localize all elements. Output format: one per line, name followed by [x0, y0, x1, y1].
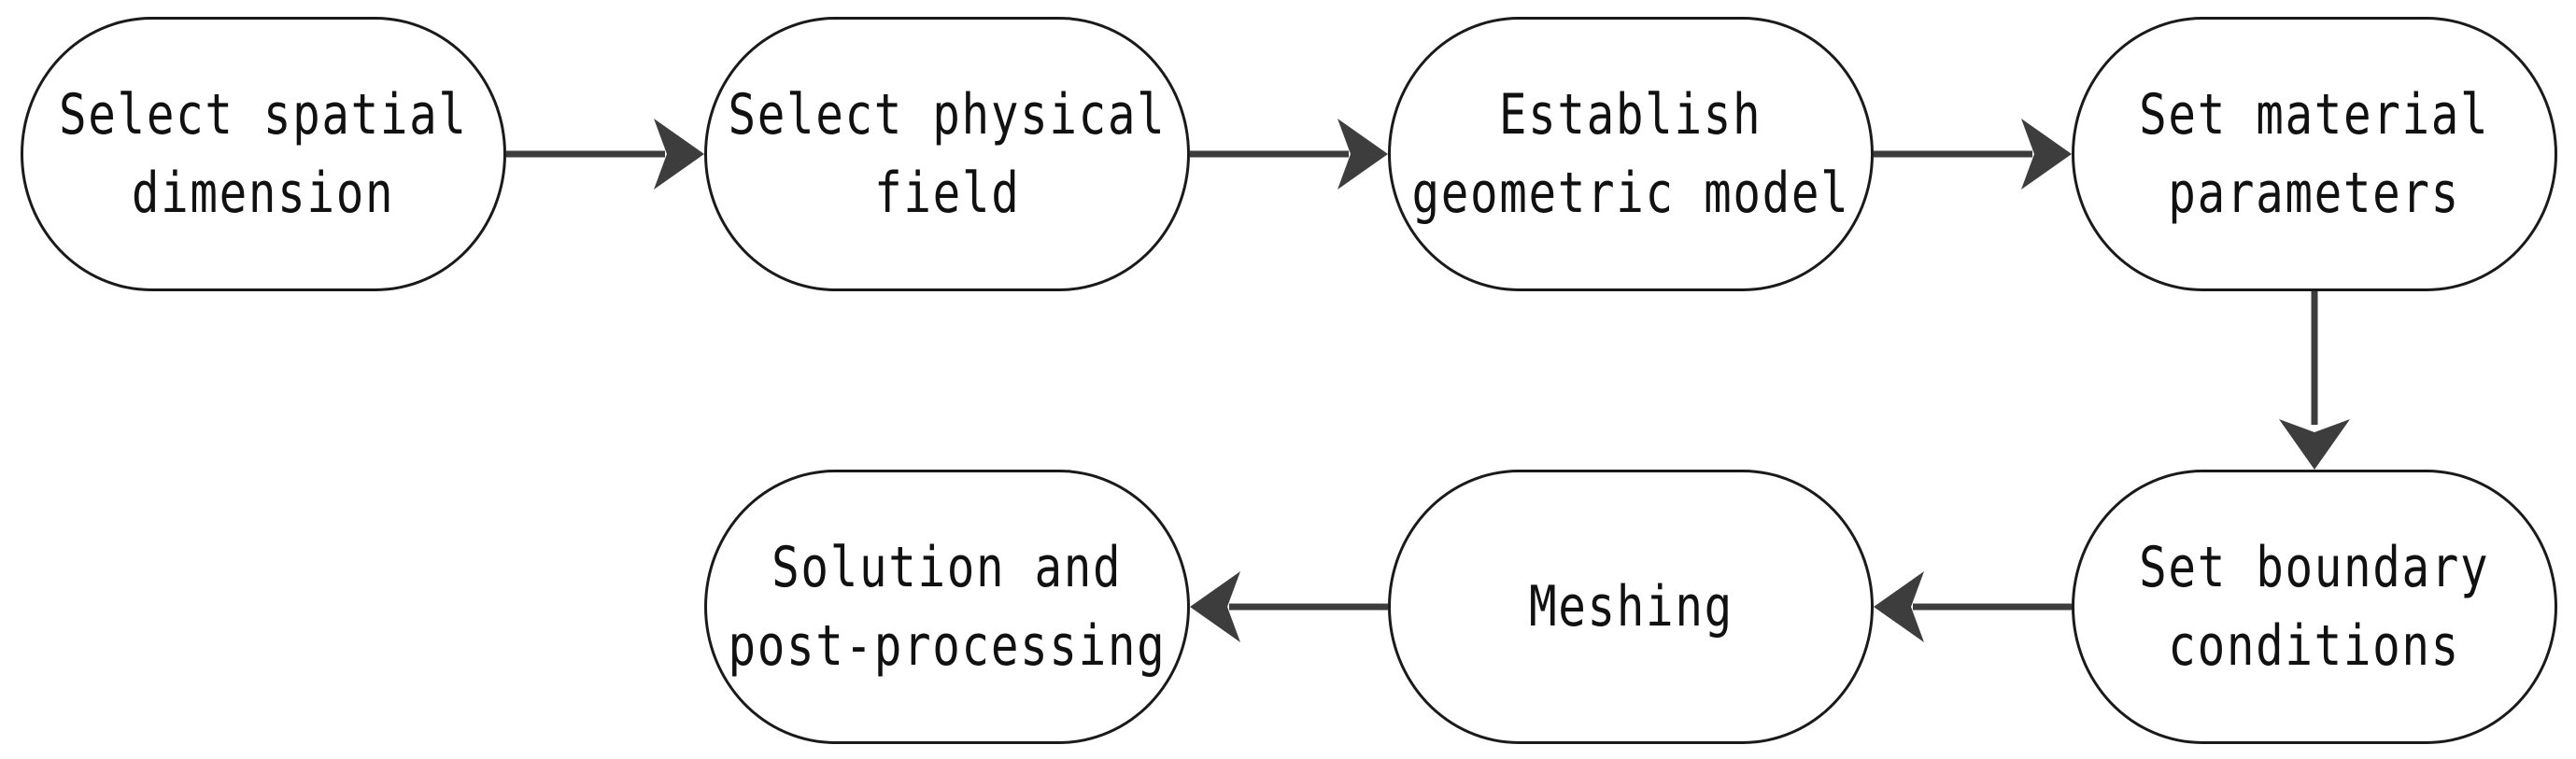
node-label-line: dimension — [132, 161, 395, 226]
node-label-line: post-processing — [728, 613, 1167, 679]
node-set-boundary-conditions: Set boundary conditions — [2072, 470, 2557, 744]
node-label-line: Solution and — [771, 535, 1123, 600]
edge-n5-n6-arrowhead — [1874, 571, 1924, 642]
node-meshing: Meshing — [1388, 470, 1874, 744]
node-label-line: Establish — [1499, 82, 1762, 148]
node-label-line: Select physical — [728, 82, 1167, 148]
node-label-line: Meshing — [1528, 574, 1734, 640]
node-label-line: Select spatial — [59, 82, 468, 148]
edge-n6-n7-arrowhead — [1190, 571, 1240, 642]
node-label-line: field — [873, 161, 1021, 226]
node-label-line: conditions — [2168, 613, 2461, 679]
node-label-line: Set boundary — [2139, 535, 2490, 600]
node-select-physical-field: Select physical field — [704, 17, 1190, 291]
node-set-material-parameters: Set material parameters — [2072, 17, 2557, 291]
edge-n1-n2-arrowhead — [654, 119, 704, 190]
node-label-line: geometric model — [1411, 161, 1850, 226]
edge-n3-n4-arrowhead — [2021, 119, 2072, 190]
edge-n4-n5-arrowhead — [2279, 419, 2350, 470]
node-select-spatial-dimension: Select spatial dimension — [21, 17, 506, 291]
node-establish-geometric-model: Establish geometric model — [1388, 17, 1874, 291]
node-label-line: Set material — [2139, 82, 2490, 148]
node-solution-and-post-processing: Solution and post-processing — [704, 470, 1190, 744]
edge-n2-n3-arrowhead — [1338, 119, 1388, 190]
node-label-line: parameters — [2168, 161, 2461, 226]
